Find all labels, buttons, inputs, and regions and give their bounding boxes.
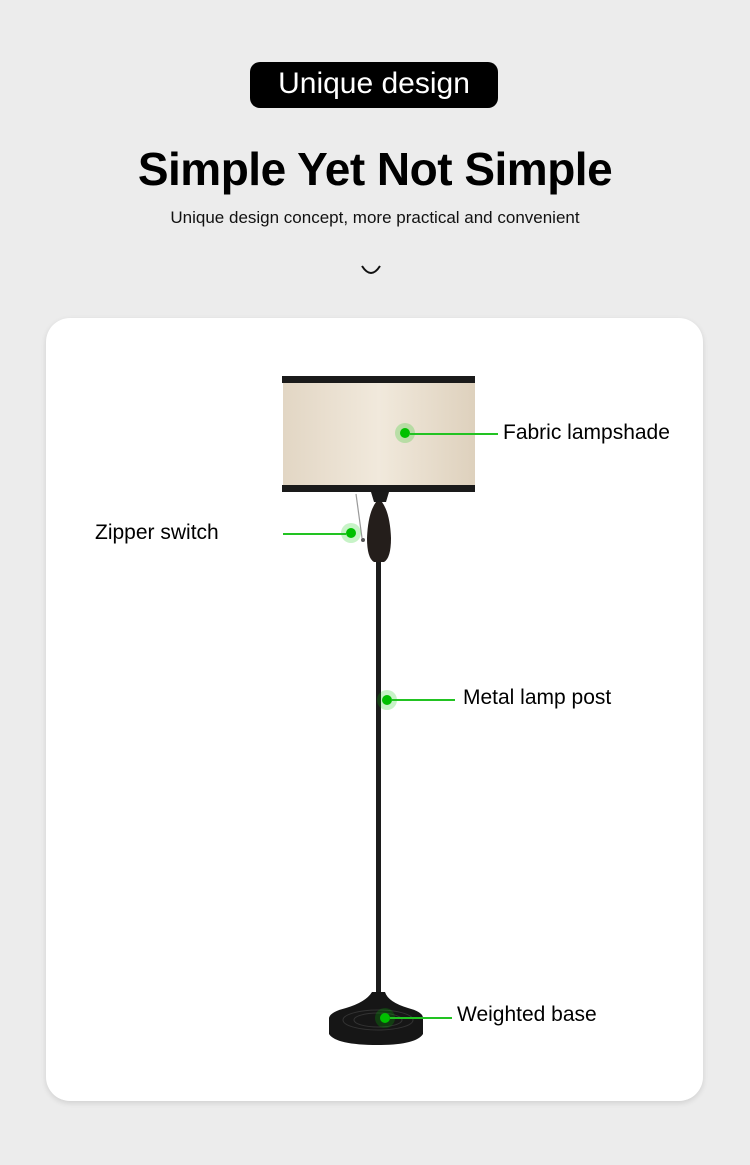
callout-dot-base	[380, 1013, 390, 1023]
page-title: Simple Yet Not Simple	[137, 143, 613, 195]
callout-line-base	[390, 1017, 452, 1019]
callout-label-lampshade: Fabric lampshade	[503, 421, 670, 444]
page-subtitle: Unique design concept, more practical an…	[170, 208, 580, 227]
callout-label-post: Metal lamp post	[463, 686, 612, 709]
callout-line-post	[392, 699, 455, 701]
callout-dot-post	[382, 695, 392, 705]
callout-line-zipper	[283, 533, 346, 535]
section-badge: Unique design	[250, 62, 498, 108]
callout-label-zipper: Zipper switch	[95, 521, 219, 544]
chevron-down-icon	[361, 265, 381, 274]
product-card: Fabric lampshade Zipper switch Metal lam…	[46, 318, 703, 1101]
callout-dot-zipper	[346, 528, 356, 538]
callout-label-base: Weighted base	[457, 1003, 597, 1026]
callout-dot-lampshade	[400, 428, 410, 438]
callout-line-lampshade	[410, 433, 498, 435]
